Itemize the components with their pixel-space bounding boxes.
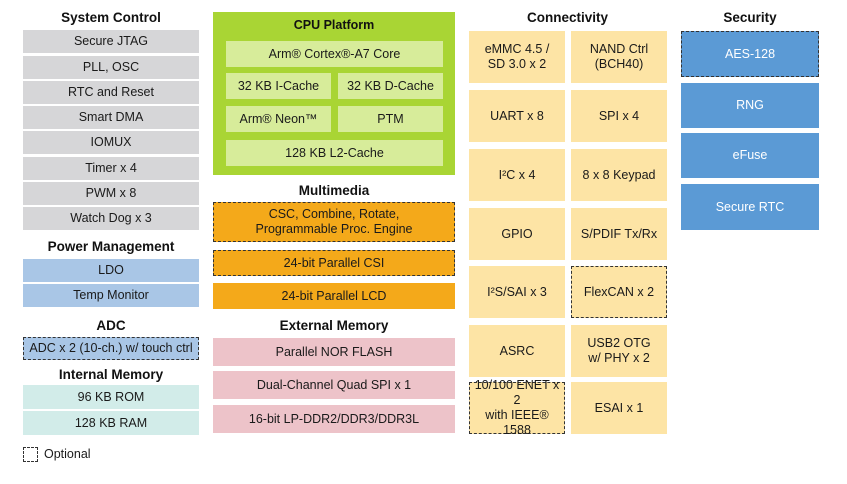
block-nand-ctrl: NAND Ctrl (BCH40) [571,31,667,83]
multimedia-title: Multimedia [298,183,370,198]
block-enet: 10/100 ENET x 2 with IEEE® 1588 [469,378,565,437]
block-pwm: PWM x 8 [23,182,199,205]
block-parallel-lcd: 24-bit Parallel LCD [213,283,455,309]
block-flexcan: FlexCAN x 2 [571,266,667,318]
block-secure-jtag: Secure JTAG [23,30,199,53]
block-ddr: 16-bit LP-DDR2/DDR3/DDR3L [213,405,455,433]
block-rtc-reset: RTC and Reset [23,81,199,104]
block-gpio: GPIO [469,208,565,260]
block-emmc-sd: eMMC 4.5 / SD 3.0 x 2 [469,31,565,83]
block-watchdog: Watch Dog x 3 [23,207,199,230]
block-ram: 128 KB RAM [23,411,199,435]
block-timer: Timer x 4 [23,157,199,180]
block-ptm: PTM [338,106,443,132]
system-control-title: System Control [61,10,161,25]
block-temp-monitor: Temp Monitor [23,284,199,307]
block-adc: ADC x 2 (10-ch.) w/ touch ctrl [23,337,199,360]
block-asrc: ASRC [469,325,565,377]
block-keypad: 8 x 8 Keypad [571,149,667,201]
block-neon: Arm® Neon™ [226,106,331,132]
block-cortex-a7: Arm® Cortex®-A7 Core [226,41,443,67]
block-rng: RNG [681,83,819,128]
block-l2-cache: 128 KB L2-Cache [226,140,443,166]
block-i2s-sai: I²S/SAI x 3 [469,266,565,318]
block-pxp: CSC, Combine, Rotate, Programmable Proc.… [213,202,455,242]
block-icache: 32 KB I-Cache [226,73,331,99]
block-esai: ESAI x 1 [571,382,667,434]
cpu-platform-title: CPU Platform [293,18,375,32]
block-pll-osc: PLL, OSC [23,56,199,79]
block-nor-flash: Parallel NOR FLASH [213,338,455,366]
block-spdif: S/PDIF Tx/Rx [571,208,667,260]
block-i2c: I²C x 4 [469,149,565,201]
block-iomux: IOMUX [23,131,199,154]
power-management-title: Power Management [47,239,175,254]
connectivity-title: Connectivity [526,10,608,25]
block-rom: 96 KB ROM [23,385,199,409]
block-aes-128: AES-128 [681,31,819,77]
optional-legend-swatch [23,447,38,462]
block-usb2-otg: USB2 OTG w/ PHY x 2 [571,325,667,377]
security-title: Security [723,10,777,25]
optional-legend-label: Optional [44,447,91,461]
internal-memory-title: Internal Memory [58,367,164,382]
block-spi: SPI x 4 [571,90,667,142]
adc-title: ADC [96,318,126,333]
block-parallel-csi: 24-bit Parallel CSI [213,250,455,276]
block-quad-spi: Dual-Channel Quad SPI x 1 [213,371,455,399]
block-secure-rtc: Secure RTC [681,184,819,230]
external-memory-title: External Memory [279,318,389,333]
block-efuse: eFuse [681,133,819,178]
block-dcache: 32 KB D-Cache [338,73,443,99]
block-uart: UART x 8 [469,90,565,142]
block-ldo: LDO [23,259,199,282]
block-smart-dma: Smart DMA [23,106,199,129]
